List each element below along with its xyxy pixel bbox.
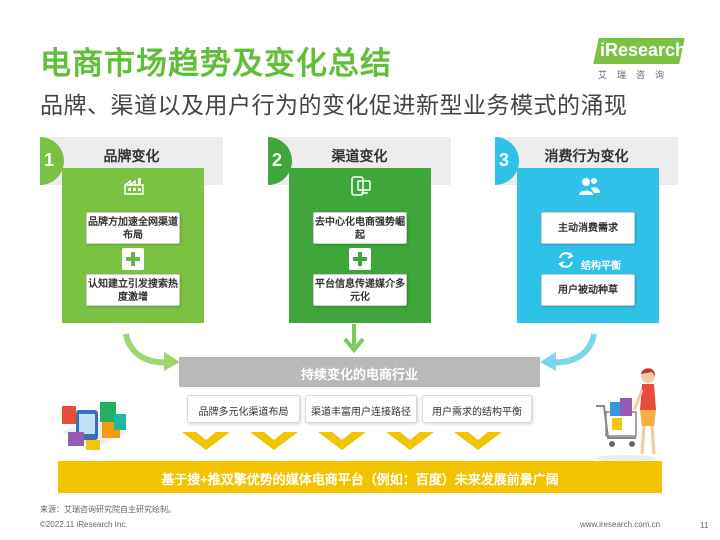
- down-arrow-icon: [343, 324, 365, 354]
- column-2-label: 渠道变化: [331, 148, 388, 164]
- industry-banner: 持续变化的电商行业: [179, 357, 540, 387]
- column-2-card-2: 平台信息传递媒介多元化: [313, 274, 407, 306]
- logo-text: iResearch: [600, 40, 687, 60]
- chevron-down-icon: [182, 432, 230, 450]
- center-item-2: 渠道丰富用户连接路径: [305, 395, 417, 423]
- column-2-card-1: 去中心化电商强势崛起: [313, 212, 407, 244]
- chevron-down-icon: [250, 432, 298, 450]
- chevron-down-icon: [386, 432, 434, 450]
- column-1-card-1: 品牌方加速全网渠道布局: [86, 212, 180, 244]
- column-1-label: 品牌变化: [103, 148, 160, 164]
- conclusion-text: 基于搜+推双擎优势的媒体电商平台（例如：百度）未来发展前景广阔: [161, 472, 559, 487]
- users-icon: [579, 178, 600, 195]
- shopper-illustration-icon: [596, 368, 656, 461]
- column-3-card-2: 用户被动种草: [541, 274, 635, 306]
- plus-icon: [122, 248, 144, 270]
- source-note: 来源：艾瑞咨询研究院自主研究绘制。: [40, 505, 176, 514]
- shopping-illustration-icon: [62, 402, 126, 450]
- devices-icon: [351, 176, 371, 196]
- logo-subtext: 艾瑞咨询: [598, 70, 675, 80]
- column-3-label: 消费行为变化: [544, 148, 629, 164]
- column-2-panel: 去中心化电商强势崛起 平台信息传递媒介多元化: [289, 168, 431, 323]
- page-subtitle: 品牌、渠道以及用户行为的变化促进新型业务模式的涌现: [40, 92, 628, 118]
- chevron-down-icon: [454, 432, 502, 450]
- conclusion-bar: 基于搜+推双擎优势的媒体电商平台（例如：百度）未来发展前景广阔: [58, 461, 662, 493]
- column-1-card-2: 认知建立引发搜索热度激增: [86, 274, 180, 306]
- curved-arrow-icon: [121, 332, 180, 371]
- center-item-3: 用户需求的结构平衡: [422, 395, 532, 423]
- column-3-panel: 主动消费需求 结构平衡 用户被动种草: [517, 168, 659, 323]
- copyright: ©2022.11 iResearch Inc.: [40, 520, 128, 529]
- center-item-1: 品牌多元化渠道布局: [187, 395, 300, 423]
- cycle-icon: [558, 252, 574, 268]
- curved-arrow-icon: [540, 333, 597, 371]
- column-3-middle-label: 结构平衡: [581, 261, 621, 272]
- iresearch-logo: iResearch 艾瑞咨询: [593, 38, 692, 82]
- plus-icon: [349, 248, 371, 270]
- column-3-card-1: 主动消费需求: [541, 212, 635, 244]
- page-number: 11: [700, 521, 709, 530]
- chevron-down-icon: [318, 432, 366, 450]
- factory-icon: [124, 178, 144, 195]
- industry-banner-label: 持续变化的电商行业: [300, 367, 418, 382]
- column-1-panel: 品牌方加速全网渠道布局 认知建立引发搜索热度激增: [62, 168, 204, 323]
- website-link[interactable]: www.iresearch.com.cn: [580, 520, 661, 529]
- page-title: 电商市场趋势及变化总结: [40, 46, 392, 81]
